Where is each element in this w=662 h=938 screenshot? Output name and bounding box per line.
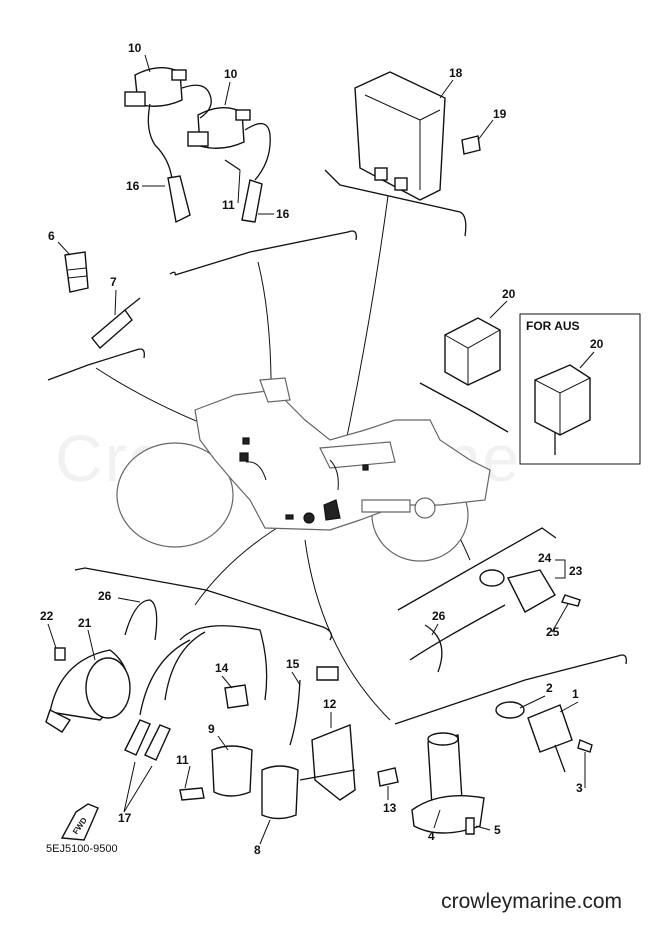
- callout-20b: 20: [590, 337, 604, 351]
- callout-20a: 20: [502, 287, 516, 301]
- for-aus-box: [519, 313, 641, 465]
- callout-19: 19: [493, 107, 507, 121]
- callout-24: 24: [538, 551, 552, 565]
- callout-21: 21: [78, 616, 92, 630]
- callout-11a: 11: [222, 198, 235, 212]
- callout-labels: 10 10 18 19 16 11 16 6 7 20 20 24 23 26 …: [40, 41, 604, 857]
- motorcycle-silhouette: [116, 377, 491, 562]
- callout-12: 12: [323, 697, 337, 711]
- callout-13: 13: [383, 801, 397, 815]
- callout-26a: 26: [98, 589, 112, 603]
- callout-18: 18: [449, 66, 463, 80]
- callout-25: 25: [546, 625, 560, 639]
- callout-7: 7: [110, 275, 117, 289]
- group-brackets: [47, 169, 627, 725]
- callout-3: 3: [576, 781, 583, 795]
- fwd-arrow: FWD: [60, 803, 99, 841]
- callout-4: 4: [428, 829, 435, 843]
- callout-17: 17: [118, 811, 132, 825]
- motor-group: [411, 701, 593, 835]
- wiring-harness-group: [124, 599, 399, 820]
- callout-16b: 16: [276, 207, 290, 221]
- temperature-switch-and-plug: [64, 251, 141, 350]
- cdi-unit: [354, 71, 481, 201]
- speed-sensor: [409, 559, 581, 673]
- callout-5: 5: [494, 823, 501, 837]
- ignition-coil-assembly: [124, 67, 271, 224]
- callout-2: 2: [546, 681, 553, 695]
- horn: [45, 647, 131, 733]
- callout-9: 9: [208, 722, 215, 736]
- callout-14: 14: [215, 661, 229, 675]
- callout-26b: 26: [432, 609, 446, 623]
- callout-1: 1: [572, 687, 579, 701]
- relays: [444, 313, 641, 465]
- for-aus-label: FOR AUS: [526, 319, 580, 333]
- callout-6: 6: [48, 229, 55, 243]
- callout-10b: 10: [224, 67, 238, 81]
- diagram-part-code: 5EJ5100-9500: [46, 843, 118, 855]
- callout-22: 22: [40, 609, 54, 623]
- callout-10a: 10: [128, 41, 142, 55]
- callout-8: 8: [254, 843, 261, 857]
- callout-leaders: [47, 54, 595, 845]
- callout-11b: 11: [176, 753, 189, 767]
- callout-23: 23: [569, 564, 583, 578]
- callout-15: 15: [286, 657, 300, 671]
- site-url[interactable]: crowleymarine.com: [441, 890, 622, 913]
- callout-16a: 16: [126, 179, 140, 193]
